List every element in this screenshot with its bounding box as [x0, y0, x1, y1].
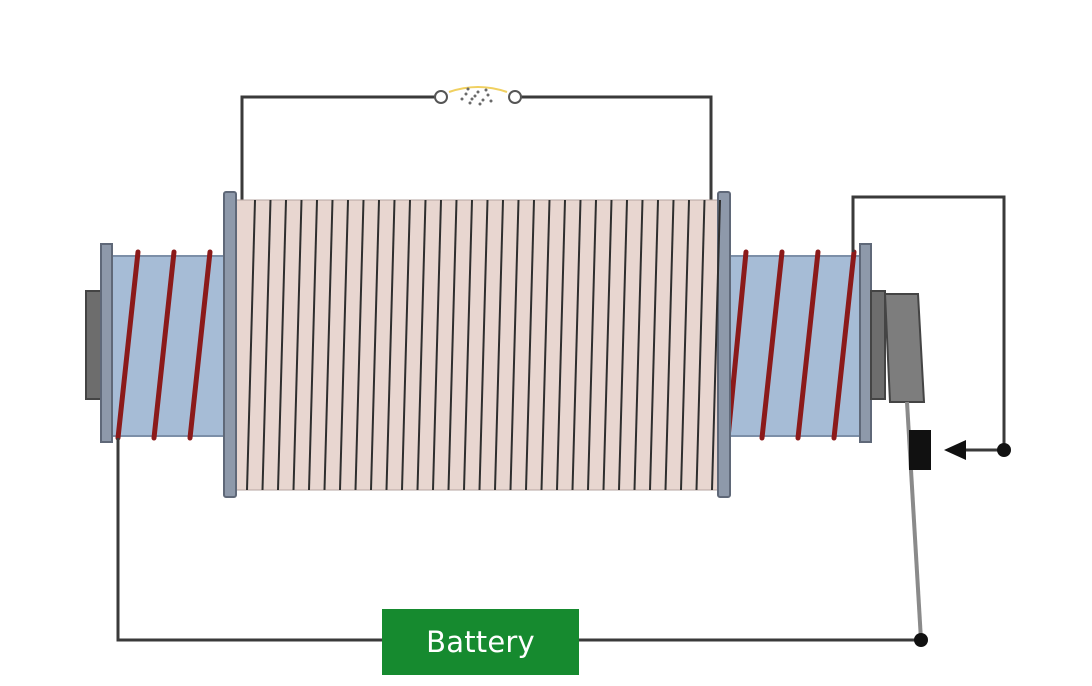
secondary-winding-turn [463, 199, 473, 491]
secondary-winding-turn [525, 199, 535, 491]
secondary-winding-turn [339, 199, 349, 491]
spark-gap-icon [434, 86, 522, 106]
left-tube-flange [100, 243, 113, 443]
secondary-winding-turn [540, 199, 551, 491]
secondary-winding-turn [649, 199, 659, 491]
secondary-winding-turn [556, 199, 566, 491]
secondary-winding-turn [261, 199, 272, 491]
primary-winding-right [725, 249, 857, 441]
secondary-winding-turn [432, 199, 442, 491]
secondary-winding-turn [308, 199, 318, 491]
junction-dot-right [997, 443, 1011, 457]
secondary-winding-turn [246, 199, 256, 491]
secondary-winding-turn [695, 199, 706, 491]
right-tube-flange [859, 243, 872, 443]
primary-winding-left [115, 249, 213, 441]
secondary-winding-turn [664, 199, 675, 491]
secondary-winding-turn [680, 199, 690, 491]
battery [382, 609, 579, 675]
secondary-winding-turn [447, 199, 458, 491]
secondary-winding-turn [323, 199, 334, 491]
secondary-winding-turn [602, 199, 613, 491]
secondary-winding-turn [618, 199, 628, 491]
secondary-winding-turn [354, 199, 365, 491]
interrupter-hammer [883, 293, 926, 403]
secondary-right-flange [717, 191, 731, 498]
secondary-winding-turn [416, 199, 427, 491]
secondary-winding-turn [633, 199, 644, 491]
secondary-winding-turn [571, 199, 582, 491]
secondary-winding-turn [277, 199, 287, 491]
secondary-winding-turn [292, 199, 303, 491]
secondary-circuit-wire [240, 95, 713, 200]
right-core-end [870, 290, 886, 400]
primary-circuit-wire [116, 195, 1006, 642]
secondary-coil-body [232, 199, 722, 491]
contact-block [909, 430, 931, 470]
secondary-winding [246, 199, 721, 491]
arrow-left-icon [944, 440, 966, 460]
left-core-end [85, 290, 103, 400]
secondary-left-flange [223, 191, 237, 498]
secondary-winding-turn [385, 199, 396, 491]
junction-dot-bottom [914, 633, 928, 647]
secondary-winding-turn [370, 199, 380, 491]
secondary-winding-turn [587, 199, 597, 491]
secondary-winding-turn [401, 199, 411, 491]
secondary-winding-turn [509, 199, 520, 491]
secondary-winding-turn [478, 199, 489, 491]
secondary-winding-turn [711, 199, 721, 491]
secondary-winding-turn [494, 199, 504, 491]
